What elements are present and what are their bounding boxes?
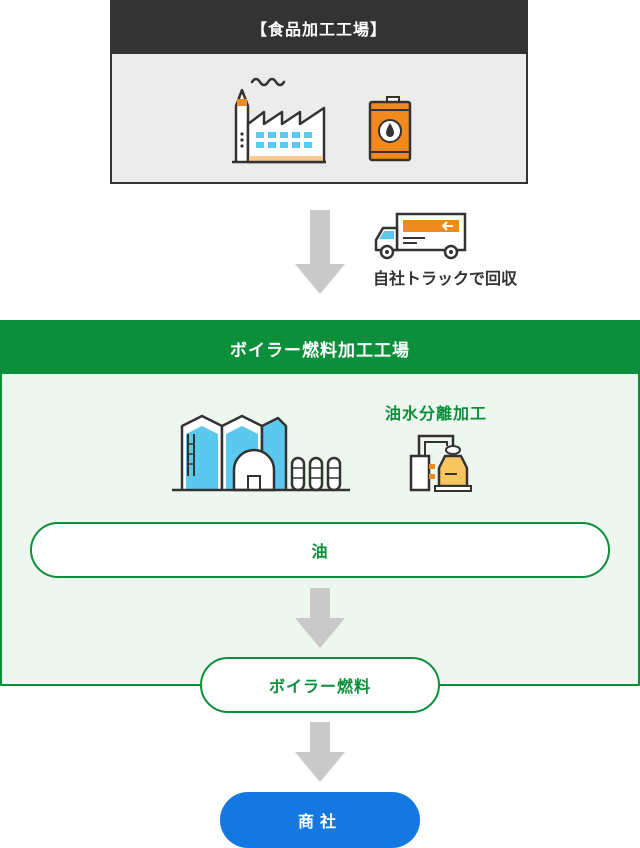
oil-can-icon bbox=[368, 96, 412, 162]
factory-icon bbox=[232, 77, 326, 164]
oil-node: 油 bbox=[30, 522, 610, 578]
boiler-plant-icon bbox=[172, 414, 350, 492]
down-arrow-icon bbox=[295, 210, 345, 294]
boiler-plant-title: ボイラー燃料加工工場 bbox=[2, 322, 638, 374]
transport-caption: 自社トラックで回収 bbox=[373, 269, 518, 288]
down-arrow-icon bbox=[295, 722, 345, 782]
truck-icon bbox=[374, 212, 467, 260]
trading-company-node: 商社 bbox=[220, 792, 420, 848]
separation-label: 油水分離加工 bbox=[385, 404, 488, 423]
food-factory-title: 【食品加工工場】 bbox=[112, 2, 526, 54]
down-arrow-icon bbox=[295, 588, 345, 648]
food-factory-box: 【食品加工工場】 bbox=[110, 0, 528, 184]
boiler-fuel-node: ボイラー燃料 bbox=[200, 657, 440, 713]
oil-water-separator-icon bbox=[409, 434, 472, 492]
